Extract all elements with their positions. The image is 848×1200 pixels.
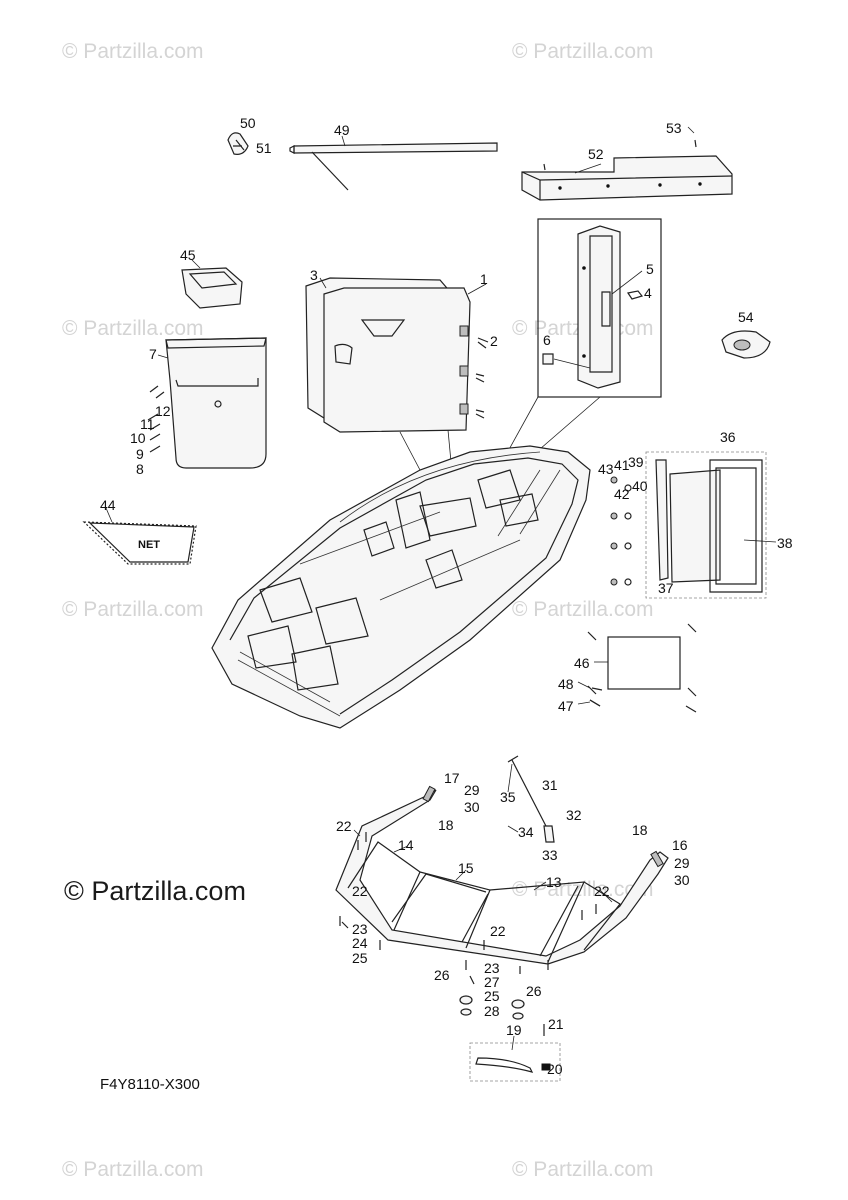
callout-51: 51 [256, 140, 272, 156]
callout-18a: 18 [438, 817, 454, 833]
callout-47: 47 [558, 698, 574, 714]
part-36-hatch [610, 451, 777, 599]
callout-29b: 29 [674, 855, 690, 871]
callout-40: 40 [632, 478, 648, 494]
callout-25a: 25 [352, 950, 368, 966]
part-44-net [82, 507, 197, 565]
part-48-clip [589, 687, 603, 707]
callout-48: 48 [558, 676, 574, 692]
part-52-tray [521, 126, 733, 201]
watermark: © Partzilla.com [512, 40, 654, 63]
callout-1: 1 [480, 271, 488, 287]
callout-24: 24 [352, 935, 368, 951]
callout-36: 36 [720, 429, 736, 445]
windshield-assembly [335, 755, 669, 1020]
callout-45: 45 [180, 247, 196, 263]
callout-39: 39 [628, 454, 644, 470]
callout-14: 14 [398, 837, 414, 853]
callout-15: 15 [458, 860, 474, 876]
watermark: © Partzilla.com [62, 40, 204, 63]
callout-23b: 23 [484, 960, 500, 976]
part-50-51-clip [227, 132, 249, 155]
callout-26b: 26 [526, 983, 542, 999]
watermark: © Partzilla.com [62, 598, 204, 621]
part-46-panel [577, 623, 697, 713]
callout-2: 2 [490, 333, 498, 349]
watermark: © Partzilla.com [62, 1158, 204, 1181]
callout-20: 20 [547, 1061, 563, 1077]
boat-hull [211, 445, 591, 729]
watermark: © Partzilla.com [512, 598, 654, 621]
callout-25b: 25 [484, 988, 500, 1004]
callout-21: 21 [548, 1016, 564, 1032]
callout-42: 42 [614, 486, 630, 502]
callout-4: 4 [644, 285, 652, 301]
callout-3: 3 [310, 267, 318, 283]
callout-22c: 22 [490, 923, 506, 939]
console-inset [469, 218, 662, 521]
net-label: NET [138, 539, 160, 551]
callout-8: 8 [136, 461, 144, 477]
callout-30a: 30 [464, 799, 480, 815]
callout-33: 33 [542, 847, 558, 863]
callout-44: 44 [100, 497, 116, 513]
part-1-3-doors [305, 277, 489, 516]
callout-13: 13 [546, 874, 562, 890]
callout-22a: 22 [336, 818, 352, 834]
callout-29a: 29 [464, 782, 480, 798]
callout-32: 32 [566, 807, 582, 823]
callout-50: 50 [240, 115, 256, 131]
watermark: © Partzilla.com [512, 878, 654, 901]
brand-watermark: © Partzilla.com [64, 876, 246, 906]
callout-11: 11 [140, 416, 155, 432]
callout-22d: 22 [594, 883, 610, 899]
callout-27: 27 [484, 974, 500, 990]
callout-38: 38 [777, 535, 793, 551]
callout-43: 43 [598, 461, 614, 477]
callout-30b: 30 [674, 872, 690, 888]
callout-17: 17 [444, 770, 460, 786]
callout-31: 31 [542, 777, 558, 793]
callout-53: 53 [666, 120, 682, 136]
callout-19: 19 [506, 1022, 522, 1038]
callout-16: 16 [672, 837, 688, 853]
callout-49: 49 [334, 122, 350, 138]
part-45-bin [181, 259, 243, 309]
callout-18b: 18 [632, 822, 648, 838]
callout-9: 9 [136, 446, 144, 462]
callout-28: 28 [484, 1003, 500, 1019]
part-7-box [147, 337, 267, 469]
callout-37: 37 [658, 580, 674, 596]
callout-35: 35 [500, 789, 516, 805]
callout-23a: 23 [352, 921, 368, 937]
part-19-seal [469, 1024, 561, 1082]
watermark: © Partzilla.com [62, 317, 204, 340]
part-54-holder [721, 330, 771, 359]
callout-5: 5 [646, 261, 654, 277]
callout-7: 7 [149, 346, 157, 362]
callout-10: 10 [130, 430, 146, 446]
callout-41: 41 [614, 457, 630, 473]
callout-22b: 22 [352, 883, 368, 899]
callout-12: 12 [155, 403, 171, 419]
callout-46: 46 [574, 655, 590, 671]
watermark: © Partzilla.com [512, 1158, 654, 1181]
callout-52: 52 [588, 146, 604, 162]
callout-26a: 26 [434, 967, 450, 983]
callout-6: 6 [543, 332, 551, 348]
callout-34: 34 [518, 824, 534, 840]
diagram-code: F4Y8110-X300 [100, 1076, 200, 1093]
callout-54: 54 [738, 309, 754, 325]
part-49-pole [289, 135, 498, 191]
